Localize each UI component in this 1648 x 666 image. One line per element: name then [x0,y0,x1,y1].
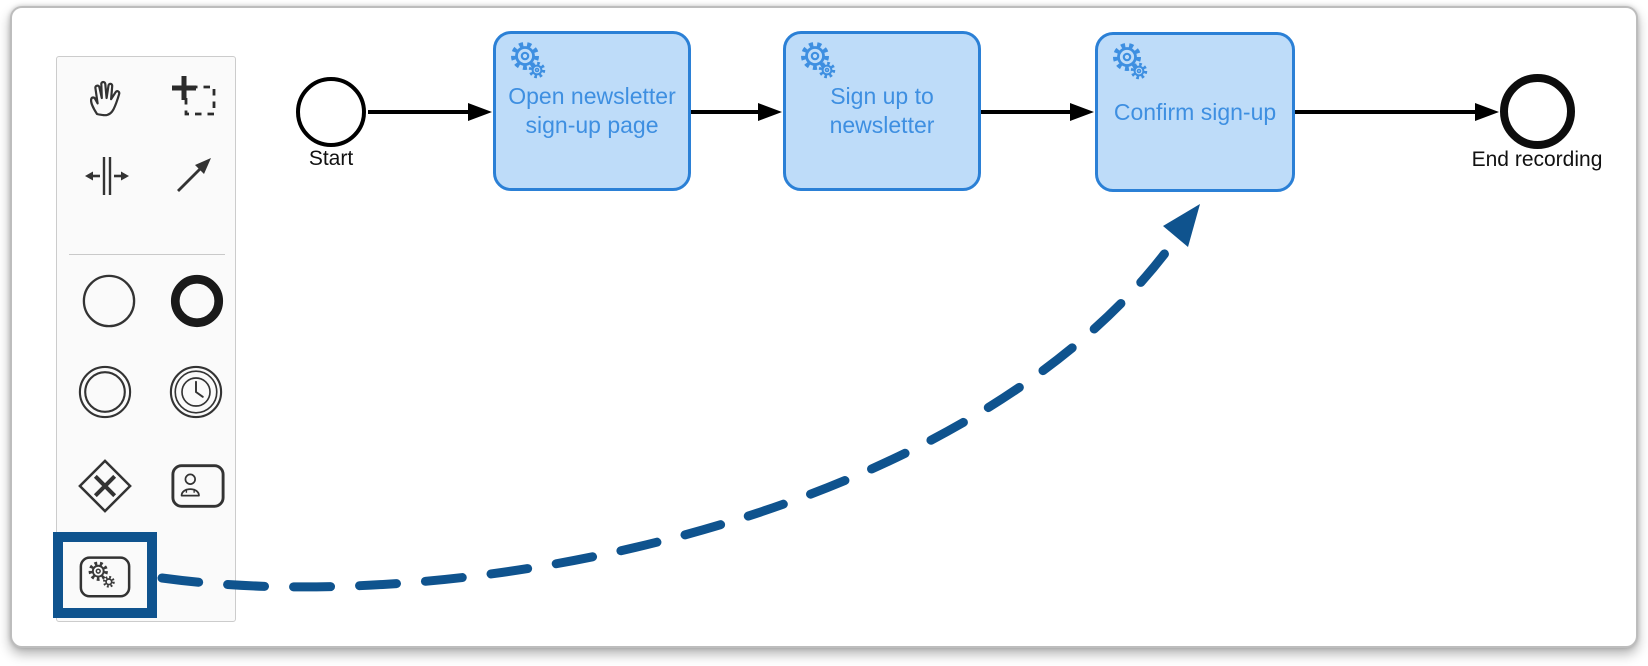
sequence-flow[interactable] [368,103,492,121]
intermediate-event-icon [78,365,132,419]
lasso-icon [172,76,216,116]
tool-palette [56,56,236,622]
task-sign-up-newsletter[interactable]: Sign up to newsletter [783,31,981,191]
palette-item-create-start-event[interactable] [81,273,137,329]
palette-item-space-tool[interactable] [79,148,135,204]
gears-icon [801,42,836,79]
start-event-icon [82,274,136,328]
start-event[interactable] [296,77,366,147]
space-icon [85,157,129,195]
palette-item-lasso-tool[interactable] [166,70,222,126]
palette-item-create-end-event[interactable] [169,273,225,329]
service-task-icon [79,556,131,598]
palette-item-global-connect-tool[interactable] [166,148,222,204]
gateway-icon [78,459,132,513]
gears-icon [1113,43,1148,80]
palette-item-hand-tool[interactable] [79,70,135,126]
task-open-newsletter-page[interactable]: Open newsletter sign-up page [493,31,691,191]
end-event-icon [170,274,224,328]
timer-event-icon [169,365,223,419]
end-event[interactable] [1500,74,1575,149]
task-confirm-sign-up[interactable]: Confirm sign-up [1095,32,1295,192]
palette-item-create-intermediate-event[interactable] [77,364,133,420]
hand-icon [89,80,121,117]
palette-divider [69,254,225,255]
palette-item-create-timer-event[interactable] [168,364,224,420]
sequence-flow[interactable] [691,103,782,121]
task-label: Confirm sign-up [1113,98,1277,125]
gears-icon [511,42,546,79]
user-task-icon [171,464,225,508]
palette-item-create-user-task[interactable] [170,458,226,514]
task-label: Open newsletter sign-up page [508,83,676,138]
start-event-label: Start [308,147,354,170]
sequence-flow[interactable] [981,103,1094,121]
task-label: Sign up to newsletter [829,83,935,138]
palette-item-create-service-task[interactable] [77,548,133,604]
connect-arrow-icon [177,158,211,192]
sequence-flow[interactable] [1295,103,1499,121]
end-event-label: End recording [1471,148,1603,171]
palette-item-create-gateway[interactable] [77,458,133,514]
